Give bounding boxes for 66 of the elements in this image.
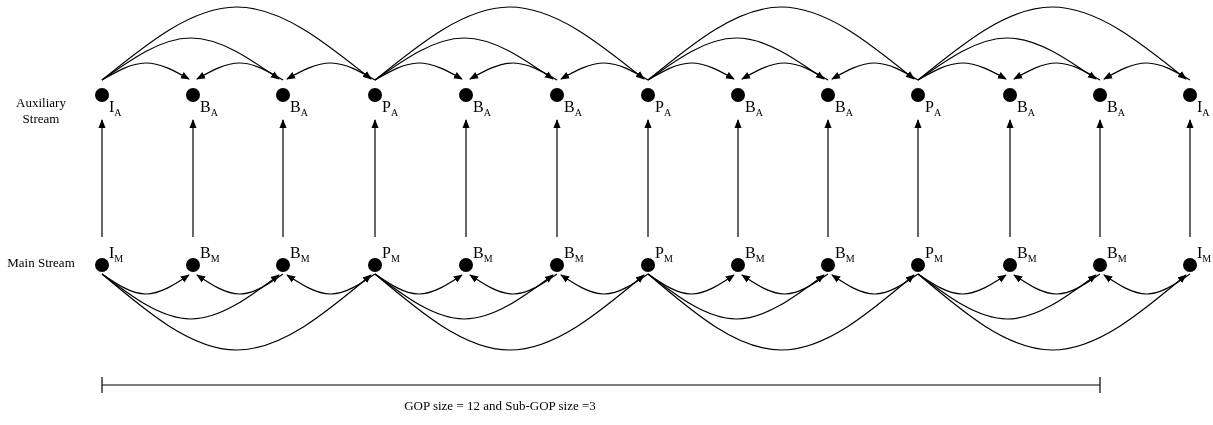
frame-label: P$_{M}$ <box>925 245 943 267</box>
frame-label: B$_{M}$ <box>290 245 310 267</box>
arrow <box>469 273 558 295</box>
frame-label: B$_{A}$ <box>1107 99 1125 121</box>
arrow <box>101 273 372 351</box>
arrow <box>647 6 915 81</box>
arrow <box>917 6 1187 81</box>
frame-label: B$_{M}$ <box>564 245 584 267</box>
arrow <box>734 119 742 238</box>
arrow <box>1013 273 1101 295</box>
arrow <box>374 6 645 81</box>
frame-label: B$_{A}$ <box>200 99 218 121</box>
frame-label: B$_{M}$ <box>1107 245 1127 267</box>
frame-label: I$_{A}$ <box>1197 99 1210 121</box>
arrow <box>1013 62 1101 81</box>
dimension-label: GOP size = 12 and Sub-GOP size =3 <box>403 398 597 414</box>
arrow <box>371 119 379 238</box>
arrow <box>1186 119 1194 238</box>
arrow <box>469 62 558 81</box>
frame-label: B$_{A}$ <box>1017 99 1035 121</box>
arrow <box>1096 119 1104 238</box>
arrow <box>560 62 649 81</box>
arrow <box>1103 273 1191 295</box>
arrow <box>831 273 919 295</box>
arrow <box>831 62 919 81</box>
arrow <box>560 273 649 295</box>
arrow <box>824 119 832 238</box>
arrow <box>553 119 561 238</box>
arrow <box>286 273 376 295</box>
arrow <box>1006 119 1014 238</box>
row-label: Auxiliary Stream <box>15 95 67 127</box>
frame-label: B$_{A}$ <box>290 99 308 121</box>
frame-label: P$_{M}$ <box>655 245 673 267</box>
arrow <box>644 119 652 238</box>
arrow <box>196 62 284 81</box>
arrow <box>98 119 106 238</box>
frame-label: B$_{M}$ <box>1017 245 1037 267</box>
arrow <box>741 62 829 81</box>
arrow <box>196 273 284 295</box>
frame-label: I$_{A}$ <box>109 99 122 121</box>
frame-label: I$_{M}$ <box>1197 245 1212 267</box>
arrow <box>647 273 915 351</box>
arrow <box>1103 62 1191 81</box>
arrow <box>189 119 197 238</box>
arrow <box>917 273 1187 351</box>
arrow <box>374 273 645 351</box>
frame-label: B$_{A}$ <box>835 99 853 121</box>
frame-label: P$_{M}$ <box>382 245 400 267</box>
frame-label: B$_{M}$ <box>200 245 220 267</box>
row-label: Main Stream <box>6 255 76 271</box>
frame-label: P$_{A}$ <box>925 99 942 121</box>
frame-label: P$_{A}$ <box>655 99 672 121</box>
frame-label: B$_{M}$ <box>473 245 493 267</box>
arrow <box>279 119 287 238</box>
arrow <box>741 273 829 295</box>
arrow <box>914 119 922 238</box>
frame-label: B$_{A}$ <box>745 99 763 121</box>
frame-label: B$_{A}$ <box>473 99 491 121</box>
frame-label: P$_{A}$ <box>382 99 399 121</box>
arrow <box>286 62 376 81</box>
frame-label: B$_{M}$ <box>835 245 855 267</box>
arrow <box>462 119 470 238</box>
arrow <box>101 6 372 81</box>
frame-label: I$_{M}$ <box>109 245 124 267</box>
frame-label: B$_{A}$ <box>564 99 582 121</box>
frame-label: B$_{M}$ <box>745 245 765 267</box>
